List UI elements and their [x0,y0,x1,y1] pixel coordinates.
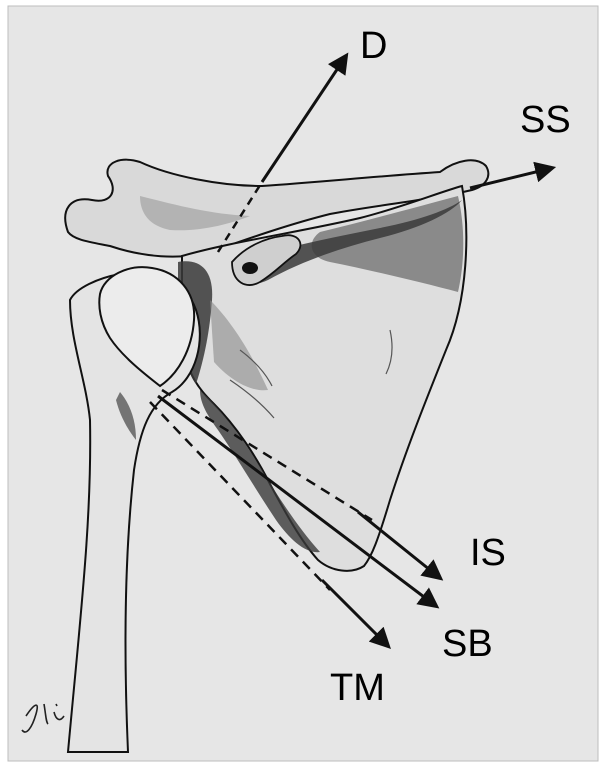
label-ss: SS [520,99,571,141]
label-is: IS [470,532,506,574]
label-tm: TM [330,667,385,709]
label-sb: SB [442,623,493,665]
label-d: D [360,25,387,67]
coracoid-hole [242,262,258,274]
